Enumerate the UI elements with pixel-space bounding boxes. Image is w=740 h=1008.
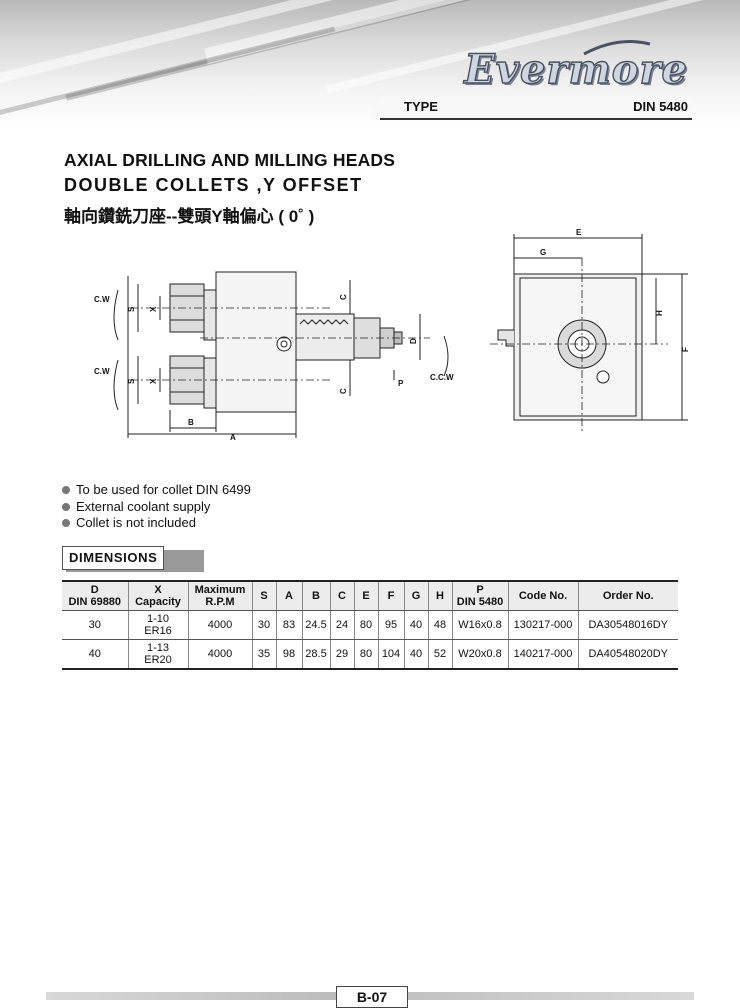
product-title-chinese: 軸向鑽銑刀座--雙頭Y軸偏心 ( 0˚ )	[64, 207, 315, 226]
c-label-bottom: C	[339, 388, 348, 394]
feature-notes: To be used for collet DIN 6499 External …	[62, 482, 251, 532]
f-label: F	[681, 347, 690, 352]
coolant-port	[276, 336, 292, 352]
col-header-b: B	[301, 580, 330, 611]
x-label-top: X	[149, 306, 158, 312]
b-label: B	[188, 418, 194, 427]
logo-swoosh-icon	[583, 40, 651, 56]
technical-drawing: C.W C.W C.C.W S S X X C C D P B A E G H …	[94, 228, 690, 442]
brand-logo: Evermore	[464, 45, 688, 93]
g-label: G	[540, 248, 546, 257]
col-header-e: E	[353, 580, 378, 611]
type-bar: TYPE DIN 5480	[370, 96, 692, 120]
s-label-bottom: S	[127, 378, 136, 384]
c-label-top: C	[339, 294, 348, 300]
cw-label-bottom: C.W	[94, 367, 110, 376]
list-item: To be used for collet DIN 6499	[62, 482, 251, 499]
product-subtitle: DOUBLE COLLETS ,Y OFFSET	[64, 175, 363, 195]
type-label: TYPE	[404, 99, 438, 114]
dimensions-heading: DIMENSIONS	[62, 546, 204, 572]
h-label: H	[655, 310, 664, 316]
list-item: Collet is not included	[62, 515, 251, 532]
s-label-top: S	[127, 306, 136, 312]
bullet-icon	[62, 486, 70, 495]
col-header-f: F	[377, 580, 404, 611]
col-header-code: Code No.	[507, 580, 578, 611]
p-label: P	[398, 379, 404, 388]
product-title: AXIAL DRILLING AND MILLING HEADS	[64, 150, 396, 170]
ccw-label: C.C.W	[430, 373, 454, 382]
col-header-order: Order No.	[577, 580, 678, 611]
cw-label-top: C.W	[94, 295, 110, 304]
col-header-h: H	[427, 580, 452, 611]
col-header-c: C	[329, 580, 354, 611]
flange	[203, 289, 217, 341]
page-number: B-07	[336, 986, 408, 1008]
a-label: A	[230, 433, 236, 442]
col-header-s: S	[251, 580, 276, 611]
e-label: E	[576, 228, 582, 237]
x-label-bottom: X	[149, 378, 158, 384]
col-header-a: A	[275, 580, 302, 611]
d-label: D	[409, 338, 418, 344]
list-item: External coolant supply	[62, 499, 251, 516]
type-value: DIN 5480	[633, 99, 688, 114]
dimensions-title: DIMENSIONS	[62, 546, 165, 570]
bullet-icon	[62, 519, 70, 528]
col-header-g: G	[403, 580, 428, 611]
bullet-icon	[62, 502, 70, 511]
